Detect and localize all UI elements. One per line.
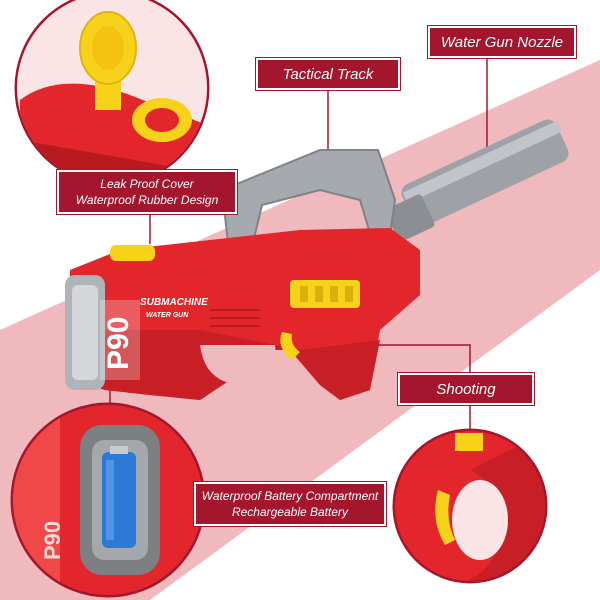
top-cover	[110, 245, 155, 261]
callout-leak-line1: Leak Proof Cover	[100, 177, 194, 191]
trigger	[280, 332, 300, 360]
water-gun	[65, 119, 569, 400]
callout-battery-line1: Waterproof Battery Compartment	[201, 489, 379, 503]
trigger-detail-circle	[392, 428, 548, 584]
gun-brand-text: SUBMACHINE	[140, 297, 208, 308]
callout-water-gun-nozzle: Water Gun Nozzle	[428, 26, 576, 58]
callout-battery-line2: Rechargeable Battery	[231, 505, 349, 519]
gun-nozzle	[385, 119, 569, 242]
gun-model-text: P90	[102, 317, 135, 370]
callout-shooting: Shooting	[398, 373, 534, 405]
callout-leak-proof-cover: Leak Proof Cover Waterproof Rubber Desig…	[57, 170, 237, 214]
detail-model-text: P90	[40, 521, 65, 560]
callout-battery-compartment: Waterproof Battery Compartment Rechargea…	[194, 482, 386, 526]
callout-leak-line2: Waterproof Rubber Design	[75, 193, 219, 207]
battery-detail-circle	[10, 402, 206, 598]
gun-sub-text: WATER GUN	[146, 312, 189, 319]
callout-tactical-track: Tactical Track	[256, 58, 400, 90]
